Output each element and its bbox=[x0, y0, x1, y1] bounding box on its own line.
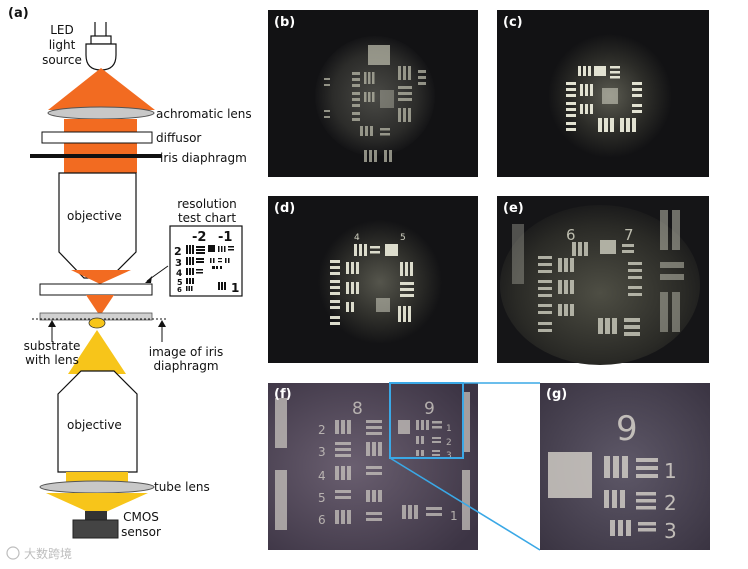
resolution-chart-label-line1: resolution bbox=[177, 197, 237, 211]
photo-d-num-5: 5 bbox=[400, 233, 406, 243]
watermark-logo-icon bbox=[6, 546, 20, 560]
iris-image-arrowhead bbox=[158, 320, 166, 327]
orange-beam-column bbox=[64, 119, 137, 173]
photo-e-num-6: 6 bbox=[566, 226, 576, 244]
photo-f-el-5: 5 bbox=[318, 491, 326, 505]
objective-top-label: objective bbox=[67, 209, 122, 223]
schematic: -2 -1 2 3 4 5 6 1 bbox=[30, 22, 243, 539]
photo-f-el-6: 6 bbox=[318, 513, 326, 527]
substrate-label-line1: substrate bbox=[23, 339, 81, 353]
photo-f-el-2: 2 bbox=[318, 423, 326, 437]
chart-el-2: 2 bbox=[174, 245, 182, 258]
photo-f-el-4: 4 bbox=[318, 469, 326, 483]
cmos-sensor-head bbox=[85, 511, 107, 520]
diffusor-label: diffusor bbox=[156, 131, 202, 145]
image-iris-label-line1: image of iris bbox=[148, 345, 224, 359]
resolution-chart-slide bbox=[39, 283, 153, 296]
zoom-line-bottom bbox=[389, 457, 541, 551]
chart-el-6: 6 bbox=[177, 286, 182, 294]
chart-el-1: 1 bbox=[231, 281, 239, 295]
chart-arrowhead bbox=[145, 276, 152, 283]
led-label-line3: source bbox=[42, 53, 82, 67]
watermark-text: 大数跨境 bbox=[24, 546, 72, 561]
photo-c bbox=[497, 10, 709, 177]
watermark: 大数跨境 bbox=[6, 546, 72, 561]
photo-g: 9 1 2 3 bbox=[540, 383, 710, 550]
photo-f-el-2b: 2 bbox=[446, 438, 452, 448]
chart-group-neg1: -1 bbox=[218, 230, 232, 245]
cmos-label: CMOS sensor bbox=[116, 510, 166, 540]
achromatic-lens bbox=[47, 106, 155, 120]
photo-d: 4 5 bbox=[268, 196, 478, 363]
resolution-chart-inset: -2 -1 2 3 4 5 6 1 bbox=[169, 225, 243, 297]
photo-e-num-7: 7 bbox=[624, 226, 634, 244]
photo-g-el-1: 1 bbox=[664, 459, 677, 483]
panel-label-g: (g) bbox=[546, 387, 568, 402]
photo-f-num-9: 9 bbox=[424, 399, 435, 419]
cmos-sensor-body bbox=[72, 519, 119, 539]
photo-f-el-3: 3 bbox=[318, 445, 326, 459]
objective-top bbox=[58, 172, 137, 279]
orange-beam-focus bbox=[71, 270, 131, 284]
photo-g-num-9: 9 bbox=[616, 409, 638, 449]
substrate-label: substrate with lens bbox=[14, 339, 90, 367]
achromatic-lens-label: achromatic lens bbox=[156, 107, 252, 121]
photo-f-el-1b: 1 bbox=[446, 424, 452, 434]
photo-e-aperture bbox=[500, 205, 700, 365]
led-label-line1: LED bbox=[50, 23, 74, 37]
objective-bottom bbox=[57, 370, 138, 473]
chart-el-4: 4 bbox=[176, 269, 182, 279]
substrate-label-line2: with lens bbox=[25, 353, 79, 367]
photo-f-el-3b: 3 bbox=[446, 451, 452, 461]
panel-label-b: (b) bbox=[274, 15, 296, 30]
orange-beam-small bbox=[86, 295, 114, 316]
cmos-label-line1: CMOS bbox=[123, 510, 159, 524]
photo-f-el-1: 1 bbox=[450, 509, 458, 523]
substrate-arrowhead bbox=[48, 320, 56, 327]
led-label: LED light source bbox=[38, 23, 86, 68]
panel-label-f: (f) bbox=[274, 387, 292, 402]
photo-g-el-2: 2 bbox=[664, 491, 677, 515]
panel-label-a: (a) bbox=[8, 6, 29, 21]
panel-label-d: (d) bbox=[274, 201, 296, 216]
chart-group-neg2: -2 bbox=[192, 230, 206, 245]
objective-bottom-label: objective bbox=[67, 418, 122, 432]
tube-lens bbox=[39, 480, 155, 494]
led-label-line2: light bbox=[48, 38, 76, 52]
image-iris-label-line2: diaphragm bbox=[153, 359, 219, 373]
yellow-beam-final bbox=[46, 493, 148, 516]
yellow-beam-cone bbox=[68, 330, 126, 374]
resolution-chart-label-line2: test chart bbox=[177, 211, 237, 225]
photo-f: 8 9 2 3 4 5 6 1 1 2 3 bbox=[268, 382, 478, 550]
chart-el-5: 5 bbox=[177, 278, 183, 287]
resolution-chart-label: resolution test chart bbox=[168, 197, 246, 225]
micro-lens bbox=[88, 317, 106, 329]
panel-label-e: (e) bbox=[503, 201, 524, 216]
photo-e: 6 7 bbox=[497, 196, 709, 365]
photo-f-num-8: 8 bbox=[352, 399, 363, 419]
photo-g-el-3: 3 bbox=[664, 519, 677, 543]
iris-label: iris diaphragm bbox=[160, 151, 247, 165]
panel-label-c: (c) bbox=[503, 15, 523, 30]
diffusor bbox=[41, 131, 153, 144]
cmos-label-line2: sensor bbox=[121, 525, 161, 539]
chart-el-3: 3 bbox=[175, 258, 182, 269]
photo-f-zoom-frame bbox=[389, 382, 464, 459]
photo-b bbox=[268, 10, 478, 177]
tube-lens-label: tube lens bbox=[154, 480, 210, 494]
image-iris-label: image of iris diaphragm bbox=[144, 345, 228, 373]
orange-beam-cone bbox=[48, 68, 155, 110]
photo-d-num-4: 4 bbox=[354, 233, 360, 243]
led-icon bbox=[85, 22, 117, 71]
